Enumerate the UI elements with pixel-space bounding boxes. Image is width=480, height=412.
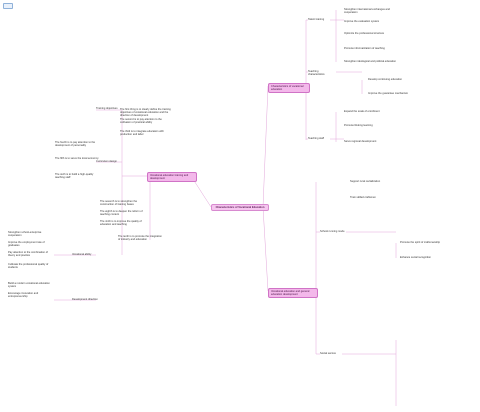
connector-root-right-top (262, 85, 269, 208)
branch-training-objectives[interactable]: Training objectives (96, 107, 118, 110)
leaf-t9: The ninth is to improve the quality of e… (100, 220, 142, 227)
leaf-t22: Develop continuing education (368, 78, 403, 81)
leaf-t2: The second is to pay attention to the cu… (120, 118, 162, 125)
leaf-t28: Train skilled craftsmen (350, 196, 376, 199)
leaf-t18: Improve the evaluation system (344, 20, 380, 23)
leaf-t5: The fifth is to serve the local economy (55, 157, 99, 160)
leaf-t1: The first thing is to clearly define the… (120, 108, 171, 118)
leaf-t16: Encourage innovation and entrepreneurshi… (8, 292, 39, 299)
branch-development-direction[interactable]: Development direction (72, 298, 98, 301)
leaf-t30: Enhance social recognition (400, 256, 432, 259)
leaf-t26: Serve regional development (344, 140, 377, 143)
leaf-t21: Strengthen ideological and political edu… (344, 60, 397, 63)
leaf-t24: Expand the scale of enrollment (344, 110, 380, 113)
leaf-t12: Improve the employment rate of graduates (8, 241, 45, 248)
hub-right-top[interactable]: Characteristics of vocational education (268, 83, 310, 94)
branch-talent-training[interactable]: Talent training (308, 18, 325, 21)
leaf-t3: The third is to integrate education with… (120, 130, 164, 137)
branch-teaching-characteristics[interactable]: Teaching characteristics (308, 70, 325, 77)
connector-root-right-bottom (262, 206, 269, 292)
leaf-t27: Support rural revitalization (350, 180, 381, 183)
branch-curriculum-design[interactable]: Curriculum design (96, 160, 117, 163)
branch-social-service[interactable]: Social service (320, 352, 337, 355)
leaf-t13: Pay attention to the combination of theo… (8, 251, 48, 258)
leaf-t6: The sixth is to build a high-quality tea… (55, 173, 94, 180)
branch-teaching-staff[interactable]: Teaching staff (308, 137, 324, 140)
leaf-t10: The tenth is to promote the integration … (118, 235, 162, 242)
expand-icon[interactable] (3, 3, 13, 9)
leaf-t8: The eighth is to deepen the reform of te… (100, 210, 143, 217)
root-node[interactable]: Characteristics of Vocational Education (211, 204, 269, 212)
leaf-t4: The fourth is to pay attention to the de… (55, 141, 96, 148)
branch-school-running-mode[interactable]: School running mode (320, 230, 345, 233)
leaf-t19: Optimize the professional structure (344, 32, 385, 35)
leaf-t20: Promote informatization of teaching (344, 47, 385, 50)
hub-right-bottom[interactable]: Vocational education and general educati… (268, 288, 318, 299)
leaf-t25: Promote lifelong learning (344, 124, 373, 127)
leaf-t14: Cultivate the professional quality of st… (8, 263, 49, 270)
leaf-t17: Strengthen international exchanges and c… (344, 8, 390, 15)
leaf-t29: Promote the spirit of craftsmanship (400, 241, 441, 244)
leaf-t15: Build a modern vocational education syst… (8, 282, 50, 289)
branch-vocational-ability[interactable]: Vocational ability (72, 253, 92, 256)
leaf-t11: Strengthen school-enterprise cooperation (8, 231, 42, 238)
hub-left[interactable]: Vocational education training and develo… (147, 172, 197, 183)
leaf-t23: Improve the guarantee mechanism (368, 92, 409, 95)
leaf-t7: The seventh is to strengthen the constru… (100, 200, 138, 207)
